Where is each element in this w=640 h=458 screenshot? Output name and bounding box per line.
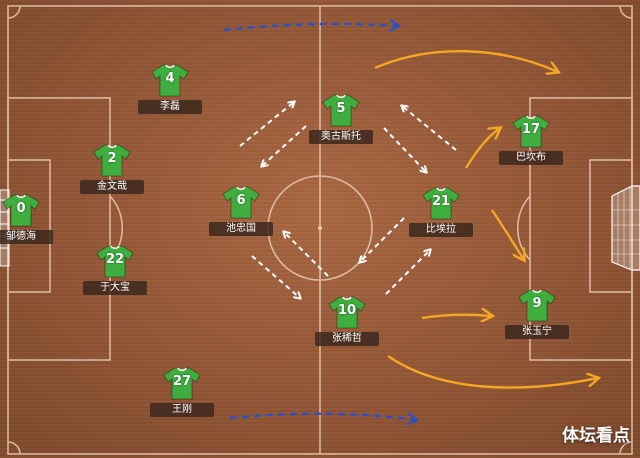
jersey-icon [222, 185, 260, 219]
run-arrow-orange-2 [464, 128, 500, 169]
jersey-icon [422, 186, 460, 220]
pass-arrow [251, 255, 300, 298]
run-arrow-blue-top [223, 24, 398, 30]
right-penalty-arc [517, 195, 531, 261]
player-name: 张玉宁 [505, 325, 569, 339]
jersey-icon [2, 193, 40, 227]
jersey-icon [512, 114, 550, 148]
player-name: 于大宝 [83, 281, 147, 295]
pass-arrow [262, 125, 307, 166]
player-name: 金文哉 [80, 180, 144, 194]
player-number: 6 [236, 193, 246, 208]
jersey-icon [328, 295, 366, 329]
player-number: 9 [532, 296, 542, 311]
jersey-icon [518, 288, 556, 322]
pass-arrow [360, 217, 405, 262]
player-name: 比埃拉 [409, 223, 473, 237]
player-number: 5 [336, 101, 346, 116]
jersey-icon [93, 143, 131, 177]
left-penalty-area [7, 97, 111, 361]
left-goal-area [7, 159, 51, 293]
player-number: 27 [172, 374, 192, 389]
run-arrow-orange-5 [387, 355, 598, 389]
player-number: 17 [521, 122, 541, 137]
player-number: 21 [431, 194, 451, 209]
player-name: 池忠国 [209, 222, 273, 236]
run-arrow-orange-4 [421, 315, 492, 318]
pass-arrow [383, 127, 426, 172]
player-name: 王刚 [150, 403, 214, 417]
jersey-icon [322, 93, 360, 127]
pass-arrow [402, 106, 457, 151]
player-name: 奥古斯托 [309, 130, 373, 144]
watermark: 体坛看点 [562, 426, 630, 446]
right-goal-area [589, 159, 633, 293]
player-number: 2 [107, 151, 117, 166]
run-arrow-orange-1 [374, 50, 558, 72]
run-arrow-blue-bottom [229, 412, 416, 420]
run-arrow-orange-3 [491, 209, 524, 260]
jersey-icon [151, 63, 189, 97]
player-name: 李磊 [138, 100, 202, 114]
jersey-icon [163, 366, 201, 400]
right-goal [611, 185, 640, 271]
pass-arrow [284, 232, 329, 277]
pass-arrow [239, 102, 294, 147]
pass-arrow [385, 250, 430, 295]
player-number: 4 [165, 71, 175, 86]
player-name: 邹德海 [0, 230, 53, 244]
player-number: 22 [105, 252, 125, 267]
jersey-icon [96, 244, 134, 278]
player-name: 巴坎布 [499, 151, 563, 165]
player-number: 10 [337, 303, 357, 318]
player-number: 0 [16, 201, 26, 216]
player-name: 张稀哲 [315, 332, 379, 346]
